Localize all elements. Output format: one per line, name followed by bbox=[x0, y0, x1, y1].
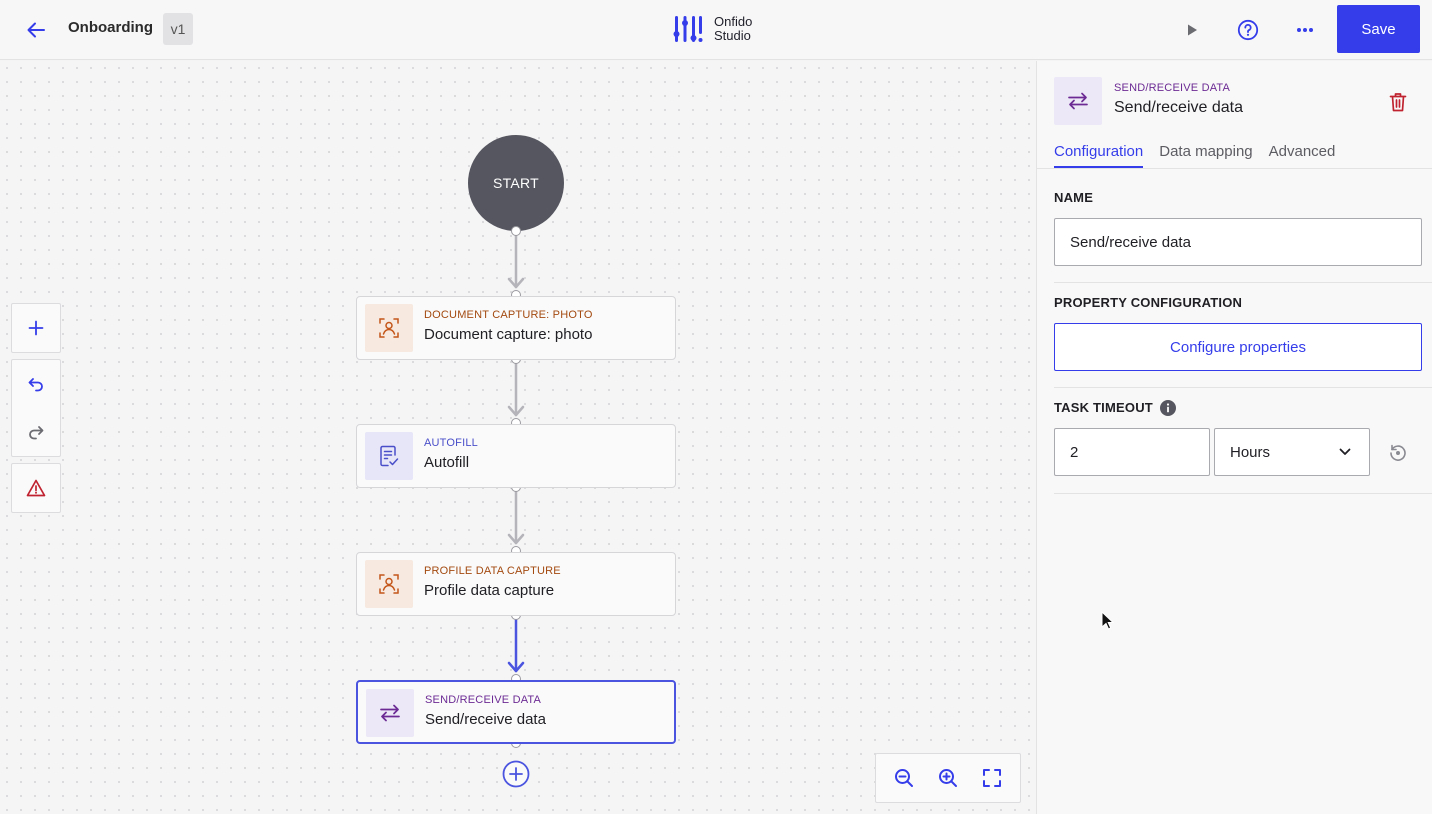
fit-view-button[interactable] bbox=[974, 760, 1010, 796]
logo-text-line2: Studio bbox=[714, 28, 751, 43]
panel-node-name: Send/receive data bbox=[1114, 99, 1243, 116]
workflow-node-document-capture[interactable]: DOCUMENT CAPTURE: PHOTO Document capture… bbox=[356, 296, 676, 360]
chevron-down-icon bbox=[1339, 448, 1351, 455]
info-icon[interactable] bbox=[1160, 400, 1176, 416]
timeout-value-input[interactable] bbox=[1054, 428, 1210, 476]
zoom-controls bbox=[875, 753, 1021, 803]
workflow-title: Onboarding bbox=[68, 19, 153, 36]
configure-properties-button[interactable]: Configure properties bbox=[1054, 323, 1422, 371]
run-button[interactable] bbox=[1177, 15, 1207, 45]
version-badge[interactable]: v1 bbox=[163, 13, 193, 45]
property-configuration-label: PROPERTY CONFIGURATION bbox=[1054, 295, 1243, 310]
reset-icon bbox=[1390, 444, 1406, 461]
arrows-swap-icon bbox=[1068, 92, 1088, 110]
workflow-node-profile-data-capture[interactable]: PROFILE DATA CAPTURE Profile data captur… bbox=[356, 552, 676, 616]
node-name-label: Send/receive data bbox=[425, 711, 546, 728]
section-divider bbox=[1054, 493, 1432, 494]
redo-button[interactable] bbox=[12, 408, 60, 456]
delete-node-button[interactable] bbox=[1385, 89, 1411, 115]
help-icon bbox=[1237, 19, 1259, 41]
zoom-out-icon bbox=[895, 769, 913, 787]
more-options-button[interactable] bbox=[1290, 15, 1320, 45]
node-name-label: Profile data capture bbox=[424, 582, 555, 599]
add-toolbar bbox=[11, 303, 61, 353]
face-scan-icon bbox=[379, 318, 399, 338]
warning-icon bbox=[26, 479, 46, 497]
form-check-icon bbox=[380, 445, 399, 467]
section-divider bbox=[1054, 387, 1432, 388]
history-toolbar bbox=[11, 359, 61, 457]
zoom-in-icon bbox=[939, 769, 957, 787]
validation-toolbar bbox=[11, 463, 61, 513]
onfido-studio-logo: Onfido Studio bbox=[672, 14, 752, 44]
mouse-cursor-icon bbox=[1101, 611, 1115, 630]
fit-screen-icon bbox=[983, 769, 1001, 787]
undo-icon bbox=[28, 378, 43, 392]
help-button[interactable] bbox=[1233, 15, 1263, 45]
node-name-label: Document capture: photo bbox=[424, 326, 593, 343]
tabs-divider bbox=[1037, 168, 1432, 169]
node-type-label: SEND/RECEIVE DATA bbox=[425, 694, 542, 706]
name-section-label: NAME bbox=[1054, 190, 1094, 205]
start-node[interactable]: START bbox=[468, 135, 564, 231]
add-node-tool-button[interactable] bbox=[12, 304, 60, 352]
back-button[interactable] bbox=[20, 14, 52, 46]
workflow-node-autofill[interactable]: AUTOFILL Autofill bbox=[356, 424, 676, 488]
node-type-label: AUTOFILL bbox=[424, 437, 478, 449]
logo-text-line1: Onfido bbox=[714, 14, 753, 29]
reset-timeout-button[interactable] bbox=[1386, 441, 1410, 465]
tab-advanced[interactable]: Advanced bbox=[1268, 143, 1336, 160]
node-properties-panel: SEND/RECEIVE DATA Send/receive data Conf… bbox=[1036, 61, 1432, 814]
trash-icon bbox=[1389, 93, 1407, 112]
start-output-port[interactable] bbox=[511, 226, 521, 236]
redo-icon bbox=[29, 426, 44, 440]
arrows-swap-icon bbox=[380, 704, 400, 722]
tab-configuration[interactable]: Configuration bbox=[1054, 143, 1144, 168]
undo-button[interactable] bbox=[12, 360, 60, 408]
panel-node-type: SEND/RECEIVE DATA bbox=[1114, 82, 1231, 94]
node-type-label: DOCUMENT CAPTURE: PHOTO bbox=[424, 309, 593, 321]
play-icon bbox=[1188, 24, 1197, 36]
top-bar: Onboarding v1 Onfido Studio Save bbox=[0, 0, 1432, 60]
node-type-label: PROFILE DATA CAPTURE bbox=[424, 565, 561, 577]
section-divider bbox=[1054, 282, 1432, 283]
workflow-node-send-receive-data[interactable]: SEND/RECEIVE DATA Send/receive data bbox=[356, 680, 676, 744]
add-icon bbox=[28, 320, 44, 336]
timeout-unit-value: Hours bbox=[1230, 443, 1271, 461]
name-input[interactable] bbox=[1054, 218, 1422, 266]
task-timeout-label: TASK TIMEOUT bbox=[1054, 400, 1153, 415]
zoom-in-button[interactable] bbox=[930, 760, 966, 796]
save-button[interactable]: Save bbox=[1337, 5, 1420, 53]
timeout-unit-select[interactable]: Hours bbox=[1214, 428, 1370, 476]
logo-mark-icon bbox=[673, 16, 703, 42]
validation-warnings-button[interactable] bbox=[12, 464, 60, 512]
node-name-label: Autofill bbox=[424, 454, 470, 471]
panel-tabs: Configuration Data mapping Advanced bbox=[1054, 143, 1335, 168]
arrow-left-icon bbox=[27, 22, 45, 38]
tab-data-mapping[interactable]: Data mapping bbox=[1159, 143, 1253, 160]
add-step-button[interactable] bbox=[502, 760, 530, 788]
workflow-canvas[interactable]: START DOCUMENT CAPTURE: PHOTO Document c… bbox=[0, 61, 1036, 814]
zoom-out-button[interactable] bbox=[886, 760, 922, 796]
face-scan-icon bbox=[379, 574, 399, 594]
more-horizontal-icon bbox=[1297, 28, 1313, 32]
